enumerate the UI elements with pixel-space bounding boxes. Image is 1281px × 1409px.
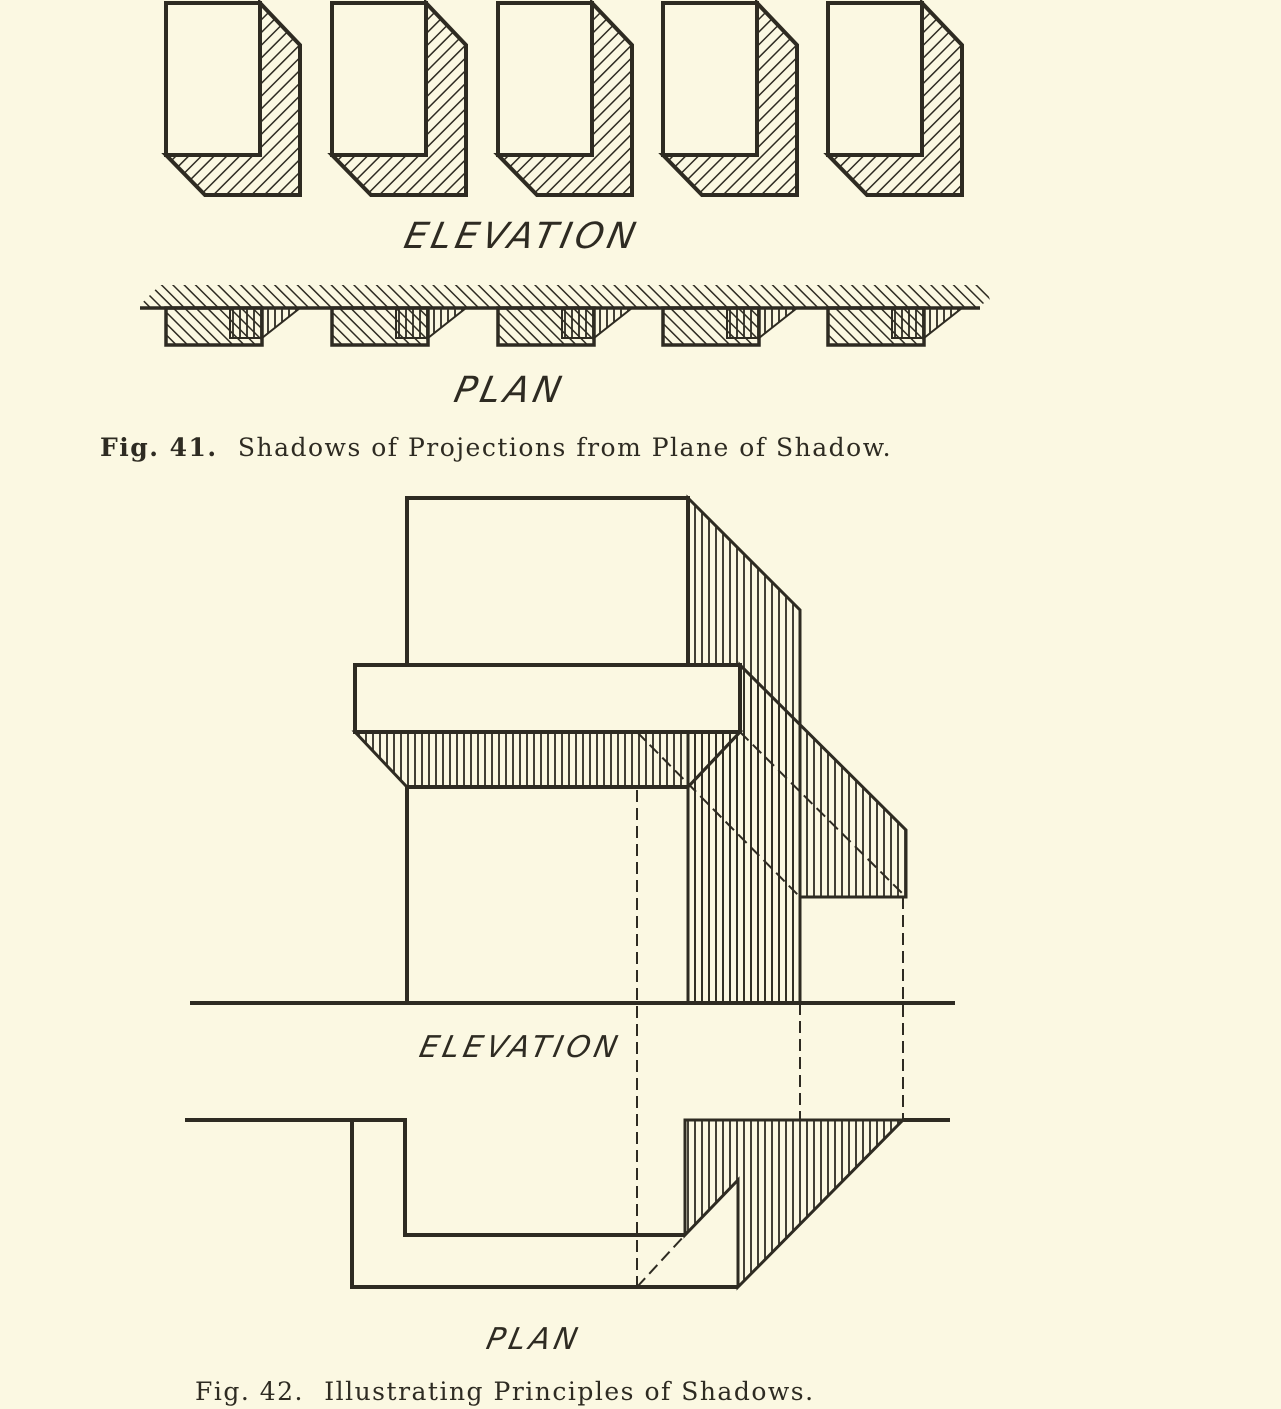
fig41-plan — [140, 285, 990, 347]
fig42-plan-label: PLAN — [483, 1322, 585, 1357]
fig42-plan — [185, 1118, 950, 1291]
fig41-plan-box — [330, 306, 468, 347]
fig41-plan-box — [661, 306, 799, 347]
fig41-box — [826, 1, 964, 197]
fig41-plan-label: PLAN — [450, 370, 569, 411]
fig41-caption-text: Shadows of Projections from Plane of Sha… — [237, 433, 893, 462]
fig42-elevation-label: ELEVATION — [416, 1030, 625, 1065]
fig41-box — [330, 1, 468, 197]
fig41-plan-box — [496, 306, 634, 347]
fig42-caption-number: Fig. 42. — [195, 1377, 304, 1406]
fig41-plan-box — [164, 306, 303, 347]
fig41-box — [161, 0, 302, 197]
fig41-caption-number: Fig. 41. — [100, 433, 218, 462]
fig42-elevation — [190, 494, 955, 1288]
fig41-box — [496, 1, 634, 197]
fig42-caption: Fig. 42. Illustrating Principles of Shad… — [195, 1377, 815, 1406]
fig41-box — [661, 1, 799, 197]
fig42-caption-text: Illustrating Principles of Shadows. — [324, 1377, 815, 1406]
fig41-elevation-label: ELEVATION — [400, 216, 643, 257]
fig41-plan-box — [826, 306, 964, 347]
fig41-caption: Fig. 41. Shadows of Projections from Pla… — [100, 433, 892, 462]
fig41-elevation — [161, 0, 964, 197]
